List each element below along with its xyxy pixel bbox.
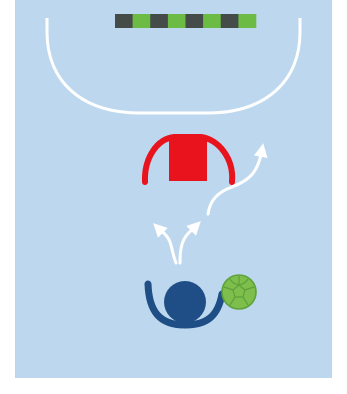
goal-segment — [203, 14, 221, 28]
goal-segment — [238, 14, 256, 28]
goal — [115, 14, 256, 28]
goal-segment — [133, 14, 151, 28]
goal-segment — [221, 14, 239, 28]
goal-segment — [150, 14, 168, 28]
goal-segment — [186, 14, 204, 28]
handball-icon — [222, 275, 256, 309]
goal-segment — [168, 14, 186, 28]
goal-segment — [115, 14, 133, 28]
